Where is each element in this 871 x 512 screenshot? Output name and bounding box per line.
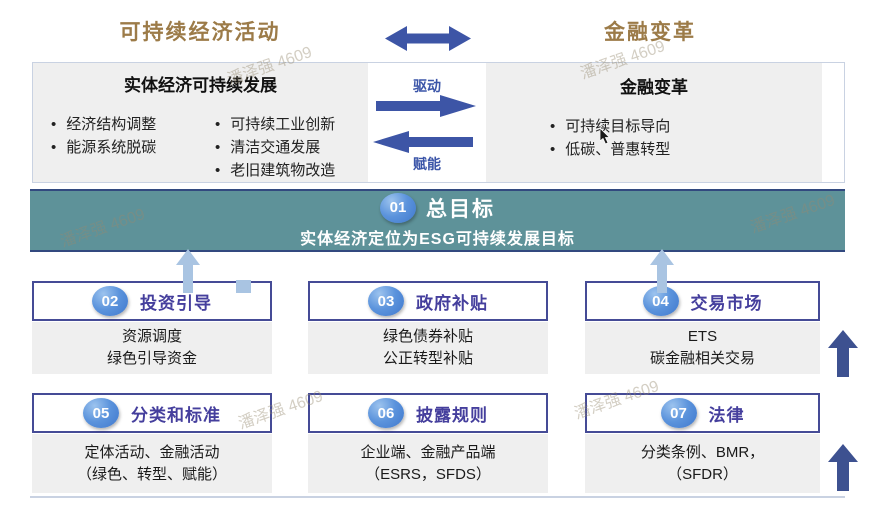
card-body-investment-guidance: 资源调度 绿色引导资金 [32,322,272,374]
bullet-item: 能源系统脱碳 [51,136,156,159]
number-badge-02: 02 [92,286,128,316]
drive-enable-strip: 驱动 赋能 [368,63,486,182]
number-badge-07: 07 [660,398,697,428]
card-line: （绿色、转型、赋能） [76,465,227,483]
up-arrow-navy-icon [828,444,858,491]
card-header-government-subsidy: 03 政府补贴 [308,281,548,321]
panel-title: 实体经济可持续发展 [124,76,277,95]
card-body-trading-market: ETS 碳金融相关交易 [585,322,820,374]
drive-label: 驱动 [413,78,441,94]
overview-box: 实体经济可持续发展 经济结构调整 能源系统脱碳 可持续工业创新 清洁交通发展 老… [32,62,845,183]
number-badge-03: 03 [368,286,404,316]
bullet-item: 老旧建筑物改造 [215,159,335,182]
enable-arrow-icon [373,131,473,153]
number-badge-05: 05 [83,398,119,428]
drive-arrow-icon [376,95,476,117]
card-header-investment-guidance: 02 投资引导 [32,281,272,321]
card-header-law: 07 法律 [585,393,820,433]
card-line: （ESRS，SFDS） [365,465,491,483]
card-title: 分类和标准 [131,405,221,425]
card-title: 政府补贴 [416,293,488,313]
bullet-list: 可持续目标导向 低碳、普惠转型 [550,115,670,161]
card-line: 绿色引导资金 [106,350,197,367]
mouse-cursor [600,128,611,145]
bullet-list: 经济结构调整 能源系统脱碳 [51,113,156,159]
number-badge-04: 04 [642,286,679,316]
bottom-divider [30,496,845,498]
banner-title: 总目标 [426,197,495,221]
bullet-item: 清洁交通发展 [215,136,335,159]
up-arrow-light-icon [176,249,200,293]
card-line: 分类条例、BMR， [640,443,765,461]
card-line: （SFDR） [667,465,738,483]
card-header-disclosure-rules: 06 披露规则 [308,393,548,433]
card-header-classification-standards: 05 分类和标准 [32,393,272,433]
card-line: 碳金融相关交易 [649,350,755,367]
banner-subtitle: 实体经济定位为ESG可持续发展目标 [300,230,575,248]
financial-reform-panel: 金融变革 可持续目标导向 低碳、普惠转型 [486,63,822,182]
card-title: 投资引导 [140,293,212,313]
up-arrow-light-icon [650,249,674,293]
card-line: 绿色债券补贴 [382,328,473,345]
enable-label: 赋能 [413,156,441,172]
section-title-financial-reform: 金融变革 [604,21,696,44]
main-goal-banner: 01 总目标 实体经济定位为ESG可持续发展目标 [30,189,845,252]
panel-title: 金融变革 [620,78,688,97]
card-line: 企业端、金融产品端 [360,443,496,461]
real-economy-panel: 实体经济可持续发展 经济结构调整 能源系统脱碳 可持续工业创新 清洁交通发展 老… [33,63,368,182]
section-title-sustainable-economy: 可持续经济活动 [119,21,281,44]
card-body-government-subsidy: 绿色债券补贴 公正转型补贴 [308,322,548,374]
number-badge-01: 01 [380,192,416,223]
card-title: 交易市场 [690,293,763,313]
card-line: 公正转型补贴 [382,350,473,367]
card-line: 资源调度 [121,328,182,345]
card-body-classification-standards: 定体活动、金融活动 （绿色、转型、赋能） [32,434,272,493]
number-badge-06: 06 [368,398,404,428]
double-arrow-icon [385,26,471,51]
bullet-item: 经济结构调整 [51,113,156,136]
arrow-stem-fragment [236,280,251,293]
bullet-item: 可持续工业创新 [215,113,335,136]
card-body-disclosure-rules: 企业端、金融产品端 （ESRS，SFDS） [308,434,548,493]
bullet-list: 可持续工业创新 清洁交通发展 老旧建筑物改造 [215,113,335,182]
card-title: 披露规则 [416,405,488,425]
card-line: 定体活动、金融活动 [84,443,220,461]
card-header-trading-market: 04 交易市场 [585,281,820,321]
card-line: ETS [687,328,718,345]
bullet-item: 可持续目标导向 [550,115,670,138]
card-body-law: 分类条例、BMR， （SFDR） [585,434,820,493]
bullet-item: 低碳、普惠转型 [550,138,670,161]
up-arrow-navy-icon [828,330,858,377]
card-title: 法律 [708,405,745,425]
